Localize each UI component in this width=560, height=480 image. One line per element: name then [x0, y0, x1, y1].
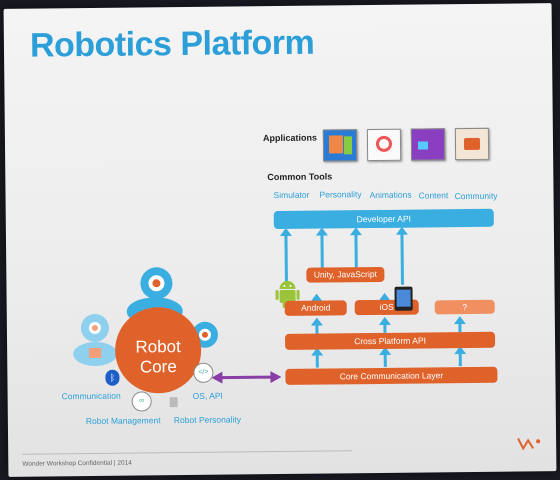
- robot-core-line1: Robot: [135, 337, 181, 357]
- app-thumbnail-2: [366, 128, 402, 162]
- tool-content: Content: [418, 190, 449, 201]
- robot-core-label: Robot Core: [115, 337, 201, 378]
- tool-simulator: Simulator: [273, 189, 310, 201]
- slide: Robotics Platform Applications Common To…: [3, 3, 557, 477]
- label-os-api: OS, API: [192, 390, 223, 401]
- applications-label: Applications: [262, 132, 317, 144]
- footer-divider: [22, 450, 353, 455]
- app-thumbnail-1: [322, 129, 358, 162]
- app-thumb-2-ring: [375, 135, 393, 152]
- os-api-icon: </>: [193, 362, 214, 383]
- robot-core-line2: Core: [139, 357, 177, 377]
- stack-arrows: [279, 226, 467, 368]
- tool-animations: Animations: [369, 189, 412, 201]
- footer-text: Wonder Workshop Confidential | 2014: [22, 459, 132, 468]
- bidirectional-arrow: [211, 371, 282, 384]
- tool-personality: Personality: [319, 189, 362, 200]
- wonder-workshop-logo: [517, 438, 541, 451]
- ipad-screen: [396, 289, 411, 307]
- label-robot-personality: Robot Personality: [173, 414, 242, 426]
- app-thumb-3-decor: [417, 141, 429, 150]
- app-thumb-1-decor: [328, 135, 344, 154]
- bluetooth-icon: ᛒ: [105, 369, 120, 386]
- app-thumbnail-4: [454, 127, 490, 161]
- common-tools-label: Common Tools: [267, 171, 333, 183]
- unknown-platform-bar: ?: [434, 299, 495, 315]
- label-communication: Communication: [61, 390, 121, 402]
- app-thumbnail-3: [410, 128, 446, 161]
- cross-platform-api-bar: Cross Platform API: [284, 331, 496, 350]
- android-bar: Android: [284, 300, 347, 316]
- tool-community: Community: [454, 190, 498, 202]
- label-robot-management: Robot Management: [85, 415, 161, 427]
- app-thumb-4-decor: [463, 137, 481, 151]
- robot-management-icon: ∞: [131, 391, 152, 412]
- slide-title: Robotics Platform: [29, 23, 315, 65]
- android-icon: [275, 280, 300, 308]
- app-thumb-1-decor-2: [343, 136, 353, 155]
- robot-personality-icon: [169, 397, 178, 408]
- core-communication-layer-bar: Core Communication Layer: [285, 366, 498, 385]
- unity-javascript-bar: Unity, JavaScript: [306, 266, 385, 283]
- ipad-icon: [394, 286, 413, 311]
